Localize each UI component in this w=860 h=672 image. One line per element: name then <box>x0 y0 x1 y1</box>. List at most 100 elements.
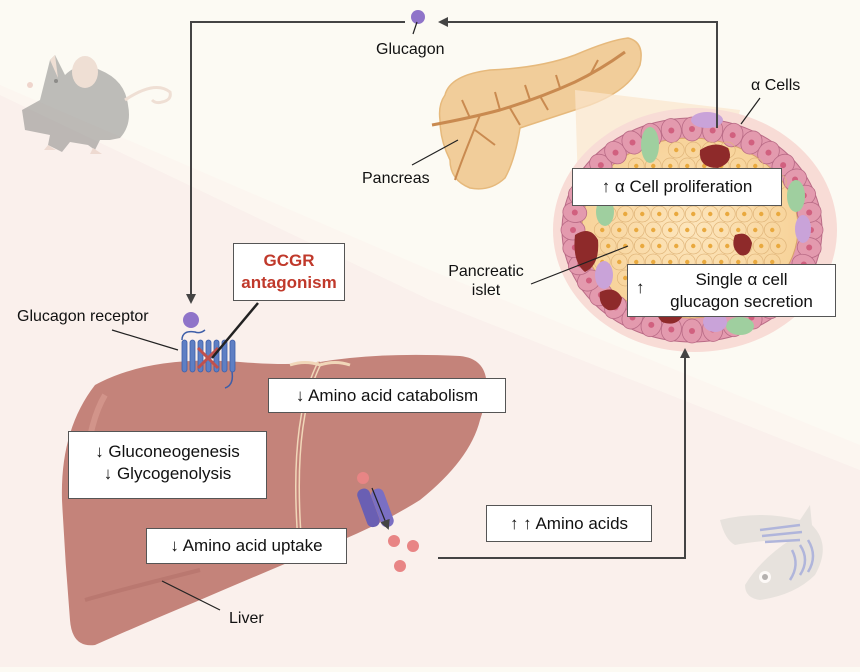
beta-cell-shape <box>769 237 787 255</box>
beta-cell-nucleus <box>691 211 696 217</box>
alpha-cell-nucleus <box>571 209 578 216</box>
amino-acid-icon <box>357 472 369 484</box>
beta-cell-nucleus <box>725 243 730 249</box>
alpha-cells-label: α Cells <box>751 77 801 94</box>
beta-cell-nucleus <box>742 211 747 217</box>
glycogenolysis-text: ↓ Glycogenolysis <box>103 464 232 483</box>
beta-cell-nucleus <box>708 243 713 249</box>
beta-cell-shape <box>684 237 702 255</box>
alpha-proliferation-box: ↑ α Cell proliferation <box>572 168 782 206</box>
beta-cell-shape <box>650 205 668 223</box>
beta-cell-nucleus <box>685 163 690 169</box>
amino-acid-catabolism-box: ↓ Amino acid catabolism <box>268 378 506 413</box>
pancreas-illustration <box>431 37 642 190</box>
alpha-cell-nucleus <box>689 328 695 334</box>
alpha-cell-nucleus <box>585 277 592 284</box>
beta-cell-shape <box>684 205 702 223</box>
liver-label: Liver <box>229 610 264 627</box>
zebrafish-icon <box>720 505 823 600</box>
beta-cell-nucleus <box>702 259 707 265</box>
arrow-glucagon-to-receptor <box>186 21 405 304</box>
alpha-cell-nucleus <box>612 149 619 156</box>
beta-cell-nucleus <box>691 147 696 153</box>
beta-cell-shape <box>627 221 645 239</box>
beta-cell-nucleus <box>623 211 628 217</box>
beta-cell-nucleus <box>634 227 639 233</box>
beta-cell-nucleus <box>674 211 679 217</box>
beta-cell-nucleus <box>685 259 690 265</box>
alpha-cell-nucleus <box>570 227 576 233</box>
beta-cell-nucleus <box>668 227 673 233</box>
beta-cell-nucleus <box>668 163 673 169</box>
receptor-label-line <box>111 329 179 351</box>
beta-cell-shape <box>616 205 634 223</box>
beta-cell-nucleus <box>640 243 645 249</box>
alpha-cell-nucleus <box>806 209 813 216</box>
beta-cell-nucleus <box>640 211 645 217</box>
alpha-cell-nucleus <box>748 139 755 146</box>
beta-cell-shape <box>644 221 662 239</box>
beta-cell-nucleus <box>776 243 781 249</box>
beta-cell-shape <box>752 237 770 255</box>
gcgr-pointer-line <box>211 302 259 359</box>
background-band-upper <box>0 85 860 470</box>
beta-cell-shape <box>763 221 781 239</box>
glucagon-label-line <box>412 21 418 35</box>
glucagon-secretion-box: ↑ Single α cell glucagon secretion <box>627 264 836 317</box>
beta-cell-nucleus <box>770 259 775 265</box>
beta-cell-shape <box>701 237 719 255</box>
gcgr-antagonism-line1: GCGR <box>263 251 315 270</box>
pancreas-label-line <box>411 139 459 166</box>
beta-cell-nucleus <box>736 227 741 233</box>
beta-cell-nucleus <box>776 211 781 217</box>
beta-cell-nucleus <box>736 163 741 169</box>
beta-cell-nucleus <box>753 259 758 265</box>
beta-cell-shape <box>650 237 668 255</box>
gluconeogenesis-text: ↓ Gluconeogenesis <box>95 442 240 461</box>
beta-cell-nucleus <box>725 211 730 217</box>
glucagon-molecule-icon <box>411 10 425 24</box>
beta-cell-shape <box>610 253 628 271</box>
beta-cell-shape <box>633 205 651 223</box>
beta-cell-nucleus <box>674 243 679 249</box>
alpha-cell-nucleus <box>648 321 655 328</box>
beta-cell-shape <box>610 221 628 239</box>
glucagon-secretion-line2: glucagon secretion <box>670 292 813 311</box>
alpha-cell-nucleus <box>765 149 772 156</box>
alpha-cell-nucleus <box>689 126 695 132</box>
beta-cell-nucleus <box>753 227 758 233</box>
alpha-cell-nucleus <box>668 326 675 333</box>
amino-acid-icon <box>388 535 400 547</box>
beta-cell-nucleus <box>736 259 741 265</box>
beta-cell-shape <box>667 205 685 223</box>
beta-cell-nucleus <box>753 163 758 169</box>
beta-cell-shape <box>678 221 696 239</box>
pancreatic-islet-label: Pancreatic islet <box>441 262 531 300</box>
beta-cell-nucleus <box>651 259 656 265</box>
beta-cell-nucleus <box>759 243 764 249</box>
beta-cell-nucleus <box>651 163 656 169</box>
glucagon-bound-icon <box>183 312 199 328</box>
glucagon-secretion-line1: Single α cell <box>695 270 788 289</box>
alpha-cell-nucleus <box>729 132 736 139</box>
amino-acid-icon <box>394 560 406 572</box>
pancreas-label: Pancreas <box>362 170 430 187</box>
gcgr-antagonism-line2: antagonism <box>241 273 337 292</box>
alpha-cell-nucleus <box>780 162 787 169</box>
amino-acid-uptake-box: ↓ Amino acid uptake <box>146 528 347 564</box>
beta-cell-nucleus <box>674 147 679 153</box>
glucagon-secretion-arrow: ↑ <box>636 278 645 297</box>
mouse-icon <box>22 55 172 154</box>
pancreatic-islet-label-line2: islet <box>471 282 501 299</box>
beta-cell-nucleus <box>770 227 775 233</box>
beta-cell-shape <box>633 237 651 255</box>
beta-cell-shape <box>752 205 770 223</box>
beta-cell-shape <box>695 221 713 239</box>
beta-cell-nucleus <box>759 211 764 217</box>
glucagon-receptor-label: Glucagon receptor <box>17 308 149 325</box>
amino-acids-box: ↑ ↑ Amino acids <box>486 505 652 542</box>
beta-cell-shape <box>661 221 679 239</box>
beta-cell-shape <box>718 205 736 223</box>
beta-cell-nucleus <box>617 259 622 265</box>
